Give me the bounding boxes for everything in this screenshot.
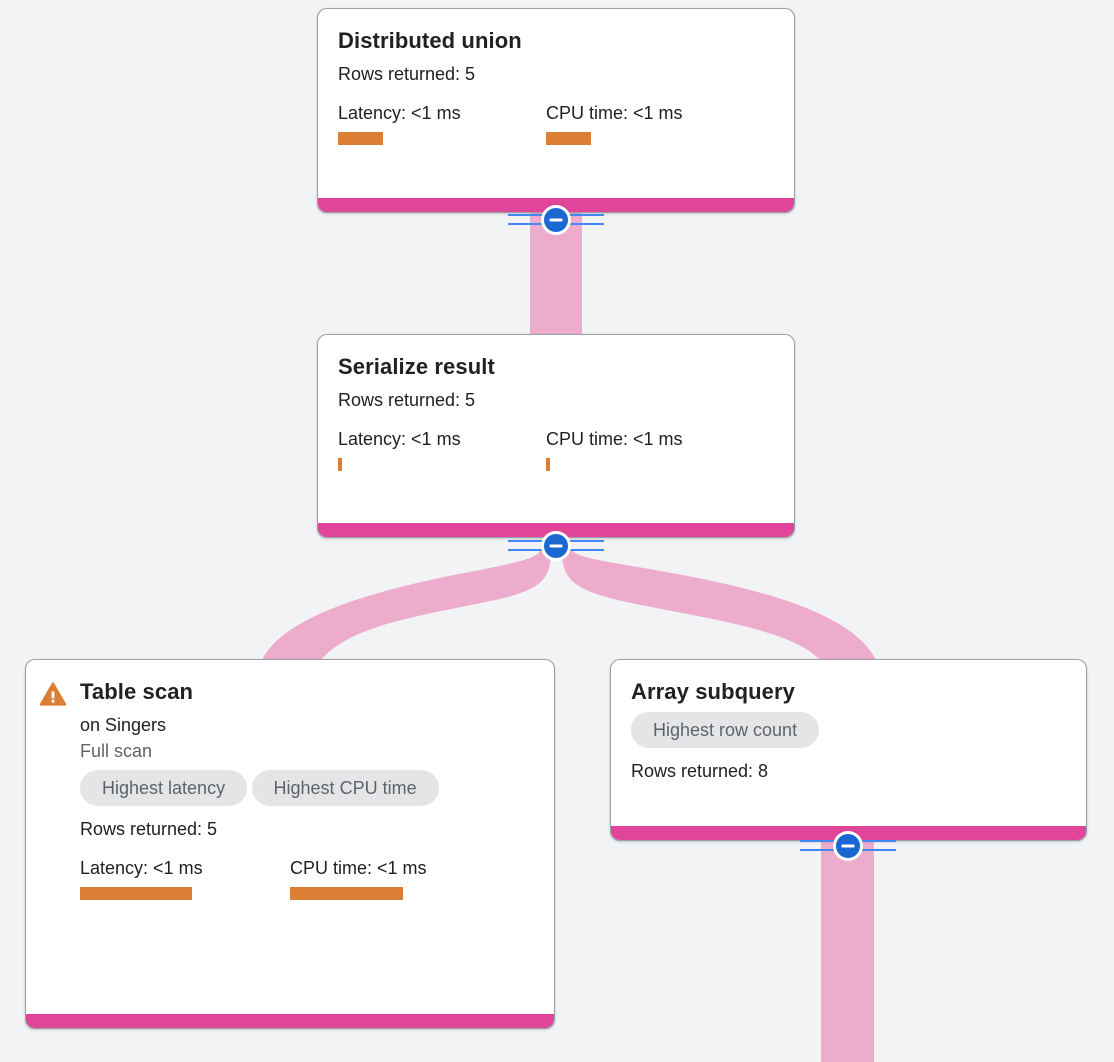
- toggle-rail: [858, 840, 896, 842]
- node-footer-bar: [318, 523, 794, 537]
- rows-returned: Rows returned: 5: [80, 819, 218, 839]
- metric-cpu-time-label: CPU time: <1 ms: [546, 103, 683, 123]
- node-title: Array subquery: [631, 679, 796, 704]
- collapse-minus-icon[interactable]: [833, 831, 863, 861]
- toggle-rail: [566, 549, 604, 551]
- node-body: Table scan on Singers Full scan Highest …: [26, 660, 554, 1014]
- collapse-toggle-array-subquery[interactable]: [800, 831, 896, 861]
- node-serialize-result[interactable]: Serialize result Rows returned: 5 Latenc…: [317, 334, 795, 538]
- node-body: Distributed union Rows returned: 5 Laten…: [318, 9, 794, 198]
- node-content: Array subquery Highest row count Rows re…: [631, 678, 1066, 784]
- toggle-rail: [566, 214, 604, 216]
- chip-highest-latency: Highest latency: [80, 770, 248, 806]
- toggle-rail: [508, 214, 546, 216]
- metric-cpu-time: CPU time: <1 ms: [290, 856, 427, 900]
- rows-returned: Rows returned: 5: [338, 390, 476, 410]
- toggle-rail: [566, 223, 604, 225]
- toggle-rails: [800, 840, 896, 852]
- toggle-rail: [508, 223, 546, 225]
- metric-cpu-time-bar: [546, 458, 550, 471]
- collapse-toggle-distributed-union[interactable]: [508, 205, 604, 235]
- node-scan-type: Full scan: [80, 741, 153, 761]
- metric-latency: Latency: <1 ms: [80, 856, 290, 900]
- node-body: Serialize result Rows returned: 5 Latenc…: [318, 335, 794, 523]
- edge-serialize-result-to-table-scan: [262, 551, 551, 660]
- collapse-minus-icon[interactable]: [541, 531, 571, 561]
- node-title: Serialize result: [338, 354, 495, 379]
- node-table-scan[interactable]: Table scan on Singers Full scan Highest …: [25, 659, 555, 1029]
- metrics-row: Latency: <1 ms CPU time: <1 ms: [338, 101, 774, 145]
- toggle-rail: [858, 849, 896, 851]
- metrics-row: Latency: <1 ms CPU time: <1 ms: [338, 427, 774, 471]
- toggle-rail: [800, 840, 838, 842]
- toggle-rail: [508, 549, 546, 551]
- toggle-rails: [508, 540, 604, 552]
- node-subtitle: on Singers: [80, 715, 167, 735]
- node-distributed-union[interactable]: Distributed union Rows returned: 5 Laten…: [317, 8, 795, 213]
- chip-highest-cpu-time: Highest CPU time: [251, 770, 439, 806]
- metrics-row: Latency: <1 ms CPU time: <1 ms: [80, 856, 534, 900]
- collapse-toggle-serialize-result[interactable]: [508, 531, 604, 561]
- metric-cpu-time-label: CPU time: <1 ms: [290, 858, 427, 878]
- metric-latency-bar: [80, 887, 192, 900]
- node-content: Distributed union Rows returned: 5 Laten…: [338, 27, 774, 145]
- metric-latency-label: Latency: <1 ms: [338, 429, 461, 449]
- metric-latency-bar: [338, 458, 342, 471]
- node-body: Array subquery Highest row count Rows re…: [611, 660, 1086, 826]
- node-title: Table scan: [80, 679, 194, 704]
- node-content: Table scan on Singers Full scan Highest …: [80, 678, 534, 900]
- toggle-rails: [508, 214, 604, 226]
- metric-cpu-time-bar: [290, 887, 403, 900]
- node-title: Distributed union: [338, 28, 522, 53]
- metric-latency: Latency: <1 ms: [338, 427, 546, 471]
- node-footer-bar: [26, 1014, 554, 1028]
- toggle-rail: [566, 540, 604, 542]
- metric-latency-bar: [338, 132, 383, 145]
- toggle-rail: [508, 540, 546, 542]
- edge-serialize-result-to-array-subquery: [562, 551, 876, 660]
- warning-triangle-icon: [40, 682, 66, 706]
- node-content: Serialize result Rows returned: 5 Latenc…: [338, 353, 774, 471]
- edge-array-subquery-to-offscreen: [821, 840, 874, 1062]
- metric-cpu-time: CPU time: <1 ms: [546, 427, 683, 471]
- chip-list: Highest latency Highest CPU time: [80, 770, 534, 812]
- metric-latency-label: Latency: <1 ms: [338, 103, 461, 123]
- warning-column: [40, 678, 80, 706]
- metric-cpu-time-label: CPU time: <1 ms: [546, 429, 683, 449]
- collapse-minus-icon[interactable]: [541, 205, 571, 235]
- rows-returned: Rows returned: 5: [338, 64, 476, 84]
- node-array-subquery[interactable]: Array subquery Highest row count Rows re…: [610, 659, 1087, 841]
- chip-highest-row-count: Highest row count: [631, 712, 820, 748]
- metric-latency: Latency: <1 ms: [338, 101, 546, 145]
- metric-cpu-time-bar: [546, 132, 591, 145]
- metric-latency-label: Latency: <1 ms: [80, 858, 203, 878]
- metric-cpu-time: CPU time: <1 ms: [546, 101, 683, 145]
- rows-returned: Rows returned: 8: [631, 761, 769, 781]
- chip-list: Highest row count: [631, 712, 1066, 754]
- toggle-rail: [800, 849, 838, 851]
